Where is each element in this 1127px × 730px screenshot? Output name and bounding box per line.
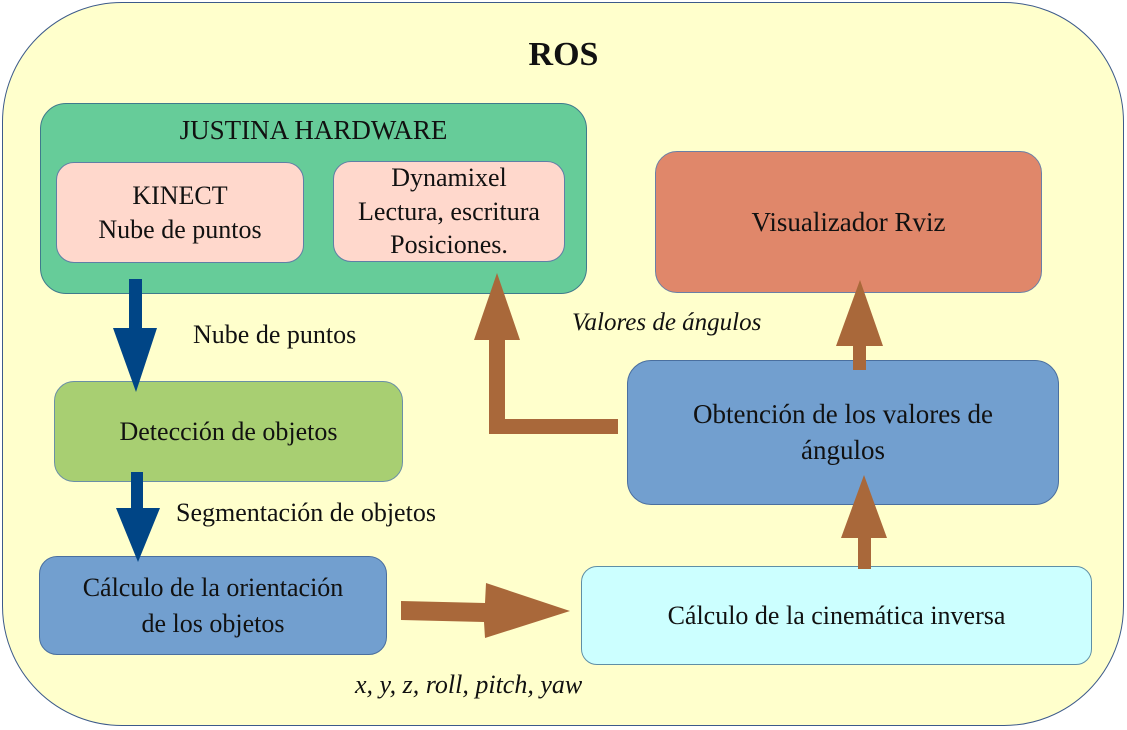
cinematica-label: Cálculo de la cinemática inversa [667,600,1006,630]
obtencion-line-1: Obtención de los valores de [693,399,993,430]
orientacion-box: Cálculo de la orientación de los objetos [39,556,387,655]
kinect-box: KINECT Nube de puntos [56,162,304,263]
arrow-cinematica-to-obtencion [841,475,887,569]
cinematica-box: Cálculo de la cinemática inversa [581,566,1092,665]
dynamixel-line-1: Dynamixel [391,162,507,192]
justina-hardware-title: JUSTINA HARDWARE [179,115,448,145]
rviz-label: Visualizador Rviz [751,206,946,237]
kinect-line-1: KINECT [132,180,228,210]
rviz-box: Visualizador Rviz [655,151,1042,293]
obtencion-box: Obtención de los valores de ángulos [627,360,1059,505]
segmentacion-label: Segmentación de objetos [176,498,436,527]
orientacion-line-2: de los objetos [141,608,285,638]
kinect-line-2: Nube de puntos [98,214,262,244]
arrow-obtencion-to-dynamixel [474,273,618,434]
valores-label: Valores de ángulos [572,309,762,336]
dynamixel-line-3: Posiciones. [390,230,508,260]
pose-label: x, y, z, roll, pitch, yaw [355,670,583,699]
ros-title: ROS [528,36,599,73]
dynamixel-box: Dynamixel Lectura, escritura Posiciones. [333,161,565,262]
arrow-orientacion-to-cinematica [401,583,570,638]
arrow-deteccion-to-orientacion [116,472,160,562]
obtencion-line-2: ángulos [800,434,885,465]
dynamixel-line-2: Lectura, escritura [358,196,540,226]
arrow-hardware-to-deteccion [113,279,157,392]
arrow-obtencion-to-rviz [836,280,883,370]
deteccion-label: Detección de objetos [119,416,338,446]
deteccion-box: Detección de objetos [54,381,403,482]
nube-label: Nube de puntos [193,320,357,349]
orientacion-line-1: Cálculo de la orientación [82,573,344,603]
